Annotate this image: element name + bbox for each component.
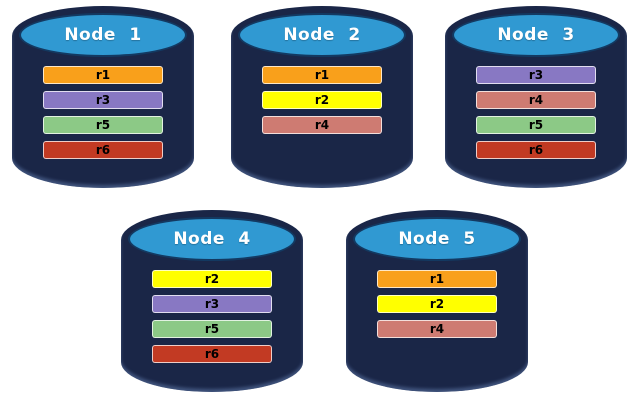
node-cylinder-4: Node 4 r2 r3 r5 r6 [121,210,303,392]
replica-bar-list: r2 r3 r5 r6 [151,270,273,363]
cylinder-top-ellipse: Node 1 [19,13,187,57]
replica-bar-label: r4 [528,93,544,107]
replica-bar-label: r1 [314,68,330,82]
cylinder-top-ellipse: Node 2 [238,13,406,57]
replica-bar-r6: r6 [475,141,597,159]
replica-bar-r1: r1 [261,66,383,84]
replica-bar-r2: r2 [261,91,383,109]
replica-bar-label: r6 [528,143,544,157]
replica-bar-label: r3 [95,93,111,107]
replica-bar-r3: r3 [475,66,597,84]
node-title: Node 5 [398,229,476,249]
replica-bar-r4: r4 [475,91,597,109]
replica-bar-list: r1 r2 r4 [376,270,498,338]
replica-bar-list: r3 r4 r5 r6 [475,66,597,159]
node-title: Node 4 [173,229,251,249]
node-cylinder-3: Node 3 r3 r4 r5 r6 [445,6,627,188]
replica-bar-r2: r2 [151,270,273,288]
node-title: Node 1 [64,25,142,45]
replica-bar-r5: r5 [475,116,597,134]
replica-bar-label: r1 [95,68,111,82]
replica-bar-r5: r5 [151,320,273,338]
replica-bar-label: r5 [528,118,544,132]
replica-bar-label: r5 [204,322,220,336]
node-title: Node 3 [497,25,575,45]
cylinder-top-ellipse: Node 3 [452,13,620,57]
replica-bar-label: r2 [204,272,220,286]
replica-bar-label: r2 [429,297,445,311]
replica-bar-r1: r1 [42,66,164,84]
replica-bar-r5: r5 [42,116,164,134]
replica-bar-r1: r1 [376,270,498,288]
replica-bar-label: r2 [314,93,330,107]
replica-bar-r4: r4 [376,320,498,338]
replica-bar-r3: r3 [42,91,164,109]
replica-bar-label: r6 [204,347,220,361]
replica-bar-list: r1 r3 r5 r6 [42,66,164,159]
node-cylinder-5: Node 5 r1 r2 r4 [346,210,528,392]
replica-bar-label: r6 [95,143,111,157]
cylinder-top-ellipse: Node 5 [353,217,521,261]
replica-bar-r4: r4 [261,116,383,134]
node-cylinder-1: Node 1 r1 r3 r5 r6 [12,6,194,188]
replica-bar-label: r4 [429,322,445,336]
node-title: Node 2 [283,25,361,45]
replica-bar-list: r1 r2 r4 [261,66,383,134]
replica-bar-r3: r3 [151,295,273,313]
replica-bar-label: r1 [429,272,445,286]
replica-bar-r2: r2 [376,295,498,313]
replica-bar-r6: r6 [151,345,273,363]
node-cylinder-2: Node 2 r1 r2 r4 [231,6,413,188]
replica-bar-r6: r6 [42,141,164,159]
replica-bar-label: r3 [528,68,544,82]
cylinder-top-ellipse: Node 4 [128,217,296,261]
replica-bar-label: r4 [314,118,330,132]
replica-bar-label: r3 [204,297,220,311]
replica-bar-label: r5 [95,118,111,132]
